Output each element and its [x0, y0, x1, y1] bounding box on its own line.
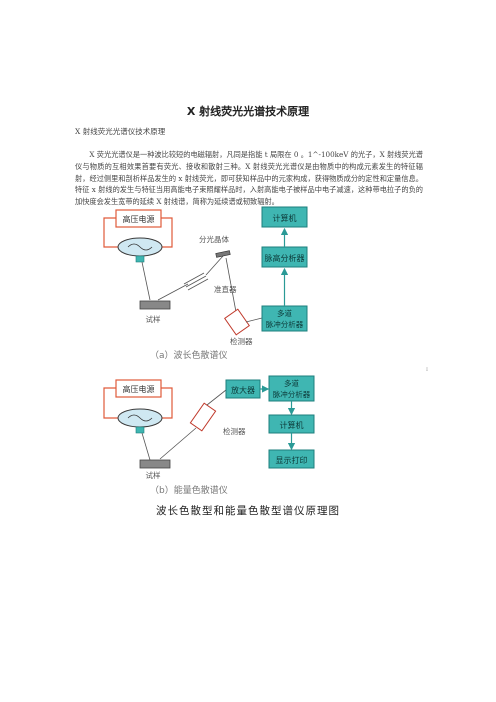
computer-label-b: 计算机	[280, 420, 304, 430]
hv-wire-right	[160, 217, 173, 248]
caption-a: （a）波长色散谱仪	[150, 349, 228, 361]
figure-title: 波长色散型和能量色散型谱仪原理图	[156, 505, 340, 517]
tube-filament-icon-b	[127, 414, 153, 422]
hv-power-label: 高压电源	[123, 214, 155, 224]
sample-plate-b	[139, 459, 171, 469]
display-print-box	[268, 449, 315, 469]
stray-mark: I	[426, 367, 428, 373]
primary-beam-b	[141, 432, 151, 461]
pulse-height-label: 脉高分析器	[265, 253, 305, 263]
crystal-label: 分光晶体	[199, 234, 229, 244]
analyzing-crystal	[215, 250, 231, 258]
sample-label: 试样	[146, 314, 161, 324]
fluorescence-beam-b	[159, 427, 197, 460]
hv-wire-left	[103, 217, 120, 248]
caption-b: （b）能量色散谱仪	[150, 484, 228, 496]
diffracted-beam	[225, 257, 237, 313]
amplifier-label: 放大器	[231, 385, 255, 395]
beam-to-crystal	[205, 255, 224, 276]
display-print-label: 显示打印	[276, 455, 308, 465]
detector-cable-b	[206, 389, 227, 406]
collimator	[183, 272, 209, 291]
mca-box-a	[261, 305, 308, 332]
detector-label: 检测器	[230, 336, 253, 346]
mca-label-b2: 脉冲分析器	[273, 389, 311, 399]
sample-plate	[139, 300, 171, 310]
detector-body	[224, 308, 250, 336]
tube-filament-icon	[127, 243, 153, 251]
energy-dispersive-diagram: 高压电源 试样 检测器 放大器 多道 脉冲分析器 计算机 显示打印 （b）能量色…	[103, 375, 315, 496]
mca-label-a1: 多道	[277, 308, 292, 318]
tube-window	[135, 255, 145, 263]
hv-power-label-b: 高压电源	[123, 384, 155, 394]
fluorescence-beam	[157, 283, 189, 301]
detector-cable	[245, 317, 263, 323]
collimator-label: 准直器	[214, 284, 237, 294]
sample-label-b: 试样	[146, 470, 161, 480]
detector-label-b: 检测器	[223, 426, 246, 436]
hv-wire-left-b	[103, 387, 120, 419]
tube-window-b	[135, 426, 145, 434]
document-title: X 射线荧光光谱技术原理	[186, 105, 310, 118]
hv-wire-right-b	[160, 387, 173, 419]
mca-label-a2: 脉冲分析器	[266, 319, 304, 329]
computer-label: 计算机	[273, 213, 297, 223]
detector-body-b	[189, 402, 217, 432]
computer-box	[261, 206, 308, 228]
wavelength-dispersive-diagram: 高压电源 试样 准直器 分光晶体 检测器 计算	[103, 206, 308, 361]
body-paragraph: X 荧光光谱仪是一种波比较短的电磁辐射，凡同是指能 t 局限在 0 。1^-10…	[75, 150, 423, 207]
primary-beam	[141, 261, 151, 301]
document-subtitle: X 射线荧光光谱仪技术原理	[75, 127, 166, 136]
mca-label-b1: 多道	[284, 378, 299, 388]
